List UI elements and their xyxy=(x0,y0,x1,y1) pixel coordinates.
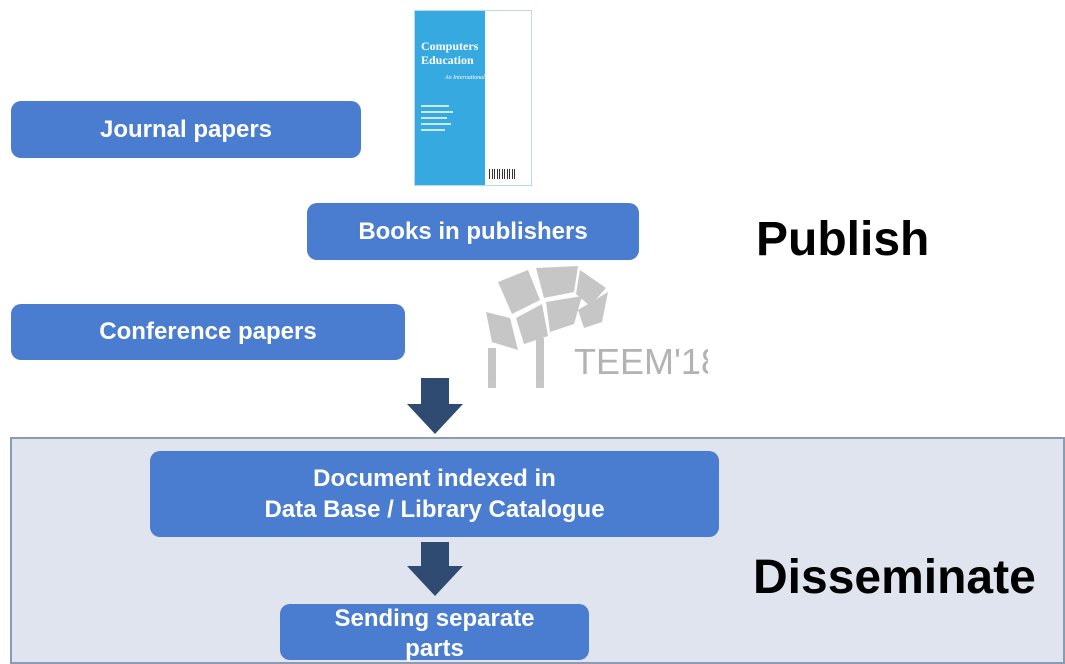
document-indexed-label-line2: Data Base / Library Catalogue xyxy=(264,496,605,523)
conference-papers-box: Conference papers xyxy=(11,304,405,360)
journal-papers-box: Journal papers xyxy=(11,101,361,158)
conference-papers-label: Conference papers xyxy=(99,318,317,346)
disseminate-heading: Disseminate xyxy=(753,551,1036,604)
journal-cover-title: Computers Education xyxy=(421,39,479,68)
cover-text-line xyxy=(421,129,445,131)
sending-separate-parts-label-line2: parts xyxy=(405,635,464,662)
cover-text-line xyxy=(421,105,449,107)
publish-heading: Publish xyxy=(756,213,930,266)
document-indexed-box: Document indexed in Data Base / Library … xyxy=(150,451,719,537)
down-arrow-icon xyxy=(407,378,463,434)
down-arrow-icon xyxy=(407,542,463,596)
cover-text-line xyxy=(421,117,447,119)
journal-cover-image: Computers Education An International Jou… xyxy=(414,10,532,186)
sending-separate-parts-label-line1: Sending separate xyxy=(334,605,535,632)
teem-logo: TEEM'18 xyxy=(486,266,708,388)
cover-text-line xyxy=(421,123,451,125)
teem-logo-text: TEEM'18 xyxy=(574,341,708,382)
document-indexed-label-line1: Document indexed in xyxy=(313,464,556,492)
cover-white-strip xyxy=(485,11,531,185)
journal-papers-label: Journal papers xyxy=(99,115,273,143)
cover-text-line xyxy=(421,111,453,113)
books-in-publishers-box: Books in publishers xyxy=(307,203,639,260)
barcode-icon xyxy=(489,169,517,179)
journal-cover-subtitle: An International Journal xyxy=(445,75,505,81)
sending-separate-parts-box: Sending separate parts xyxy=(280,604,589,662)
books-in-publishers-label: Books in publishers xyxy=(358,217,588,245)
